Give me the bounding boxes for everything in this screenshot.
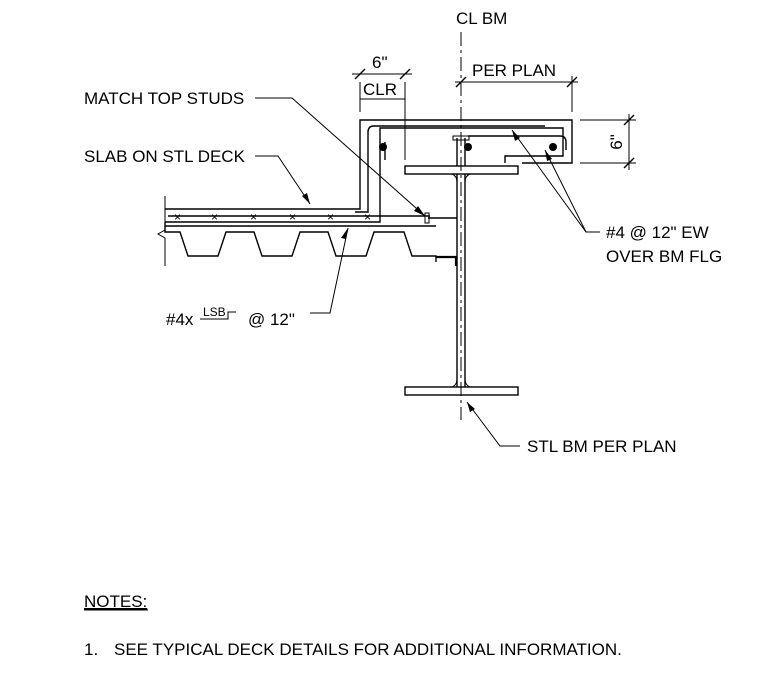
slab-top-rebar: × × × × × × — [168, 210, 430, 224]
notes-title: NOTES: — [84, 592, 147, 611]
svg-text:×: × — [364, 210, 371, 224]
over-bm-flg-label: OVER BM FLG — [606, 247, 722, 266]
lsb-tag-symbol — [200, 311, 236, 320]
dim-6-top-label: 6" — [372, 53, 388, 72]
dim-per-plan — [455, 76, 578, 112]
note-1-number: 1. — [84, 640, 98, 659]
lsb-spacing-label: @ 12" — [248, 310, 295, 329]
svg-text:×: × — [289, 210, 296, 224]
steel-deck — [156, 196, 437, 266]
lsb-tag-label: LSB — [203, 305, 226, 319]
leader-arrowheads — [302, 130, 552, 412]
dim-6-side-label: 6" — [607, 134, 626, 150]
slab-outline — [165, 119, 573, 223]
steel-beam — [404, 165, 519, 396]
leaders — [255, 97, 600, 447]
cl-bm-label: CL BM — [456, 9, 507, 28]
dim-6-clr — [352, 68, 412, 160]
per-plan-label: PER PLAN — [472, 61, 556, 80]
svg-text:×: × — [327, 210, 334, 224]
slab-on-stl-deck-label: SLAB ON STL DECK — [84, 147, 246, 166]
stl-bm-per-plan-label: STL BM PER PLAN — [527, 437, 677, 456]
match-top-studs-label: MATCH TOP STUDS — [84, 89, 244, 108]
rebar-dots — [379, 143, 557, 151]
clr-label: CLR — [363, 80, 397, 99]
lsb-bent-bar — [355, 125, 545, 213]
svg-text:×: × — [211, 210, 218, 224]
shear-studs — [424, 135, 470, 224]
svg-text:×: × — [174, 210, 181, 224]
deck-closure-angle — [436, 255, 458, 266]
svg-text:×: × — [250, 210, 257, 224]
dim-6-side — [580, 114, 636, 170]
rebar-ew-label: #4 @ 12" EW — [606, 223, 709, 242]
note-1-text: SEE TYPICAL DECK DETAILS FOR ADDITIONAL … — [114, 640, 622, 659]
lsb-bar-prefix-label: #4x — [166, 310, 194, 329]
